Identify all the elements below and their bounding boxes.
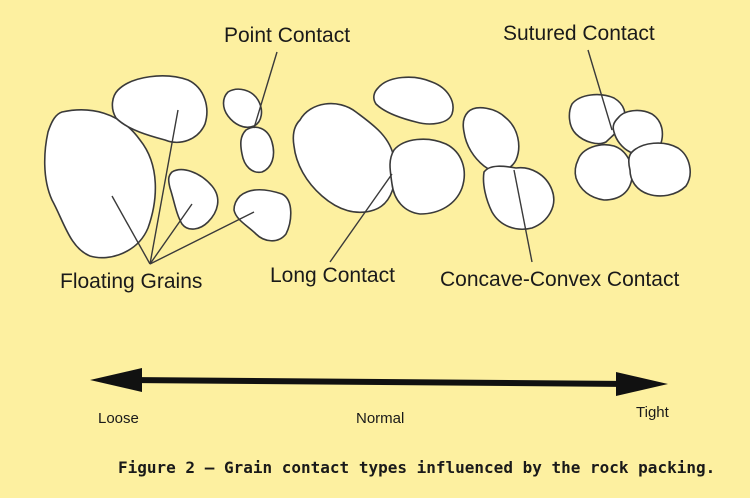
leader-floating-1 bbox=[111, 195, 151, 265]
leader-point-contact bbox=[253, 51, 278, 129]
leader-floating-4 bbox=[149, 211, 255, 265]
concave-convex-grain-upper bbox=[462, 106, 520, 172]
floating-grain-large bbox=[43, 109, 157, 259]
leader-sutured-contact bbox=[587, 49, 613, 131]
packing-scale-arrow-shaft bbox=[127, 377, 631, 387]
label-concave-convex-contact: Concave-Convex Contact bbox=[440, 268, 680, 291]
label-floating-grains: Floating Grains bbox=[60, 270, 203, 293]
long-contact-grain-left bbox=[292, 102, 396, 214]
sutured-grain-bottom-left bbox=[574, 144, 634, 201]
packing-scale-arrowhead-left bbox=[90, 368, 142, 392]
label-long-contact: Long Contact bbox=[270, 264, 395, 287]
leader-long-contact bbox=[329, 173, 393, 263]
label-sutured-contact: Sutured Contact bbox=[503, 22, 655, 45]
scale-label-loose: Loose bbox=[98, 410, 139, 427]
figure-caption: Figure 2 – Grain contact types influence… bbox=[118, 458, 716, 477]
leader-floating-2 bbox=[149, 109, 179, 265]
long-contact-grain-top bbox=[373, 76, 454, 125]
floating-grain-small bbox=[167, 168, 219, 230]
label-point-contact: Point Contact bbox=[224, 24, 351, 47]
sutured-grain-bottom-right bbox=[627, 142, 691, 197]
long-contact-grain-right bbox=[389, 138, 466, 215]
leader-concave-convex bbox=[513, 169, 533, 263]
scale-label-tight: Tight bbox=[636, 404, 669, 421]
point-contact-grain-lower bbox=[240, 126, 275, 174]
floating-grain-right bbox=[233, 188, 292, 242]
scale-label-normal: Normal bbox=[356, 410, 405, 427]
packing-scale-arrowhead-right bbox=[616, 372, 668, 396]
concave-convex-grain-lower bbox=[482, 165, 555, 230]
leader-floating-3 bbox=[149, 203, 193, 265]
floating-grain-top bbox=[111, 75, 208, 144]
